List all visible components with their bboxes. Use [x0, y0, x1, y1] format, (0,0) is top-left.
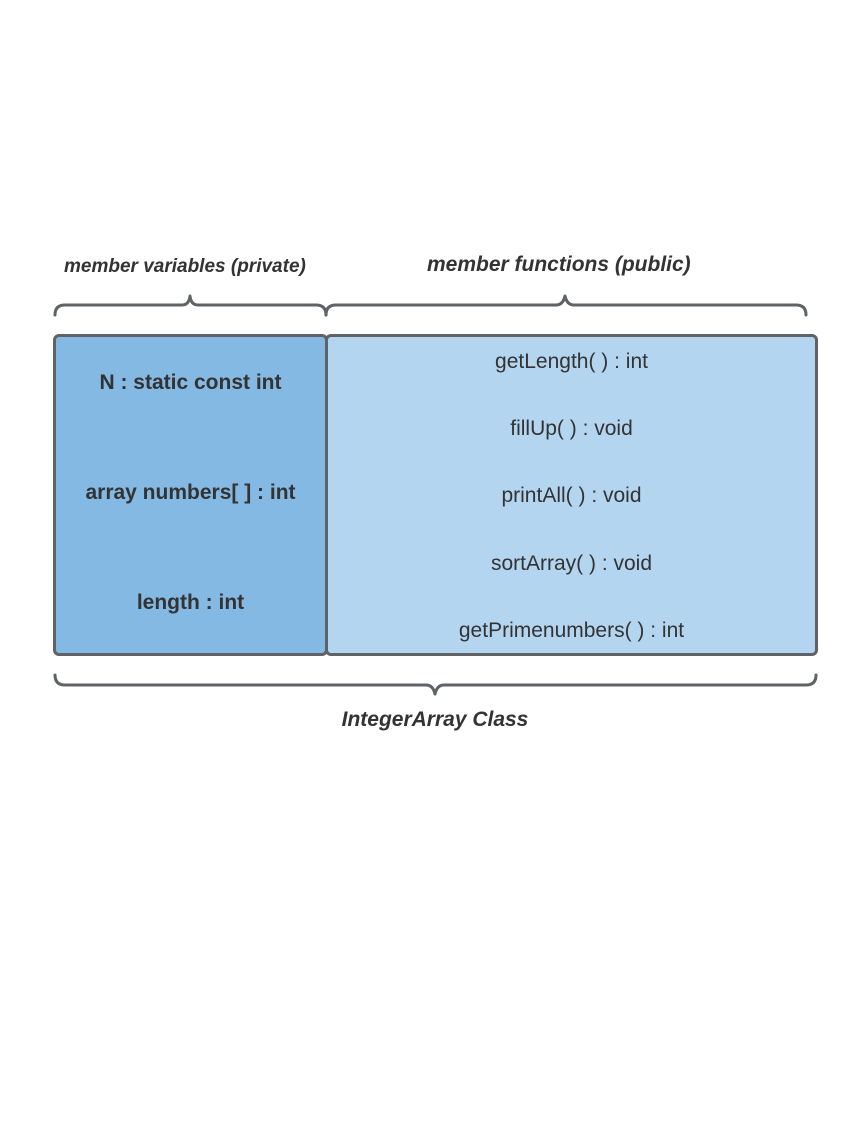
- member-functions-box: getLength( ) : int fillUp( ) : void prin…: [325, 334, 818, 656]
- member-variable-item: length : int: [136, 591, 245, 614]
- member-variables-box: N : static const int array numbers[ ] : …: [53, 334, 328, 656]
- member-functions-brace: [324, 294, 808, 317]
- member-variables-label: member variables (private): [64, 256, 306, 277]
- member-variables-brace: [53, 294, 328, 317]
- member-function-item: printAll( ) : void: [501, 484, 642, 507]
- member-function-item: getLength( ) : int: [495, 350, 648, 373]
- member-function-item: sortArray( ) : void: [490, 552, 653, 575]
- member-function-item: fillUp( ) : void: [510, 417, 633, 440]
- member-function-item: getPrimenumbers( ) : int: [458, 619, 685, 642]
- class-brace: [53, 673, 818, 696]
- class-name-label: IntegerArray Class: [341, 708, 529, 731]
- member-variable-item: N : static const int: [99, 371, 282, 394]
- member-variable-item: array numbers[ ] : int: [85, 481, 296, 504]
- member-functions-label: member functions (public): [427, 253, 691, 276]
